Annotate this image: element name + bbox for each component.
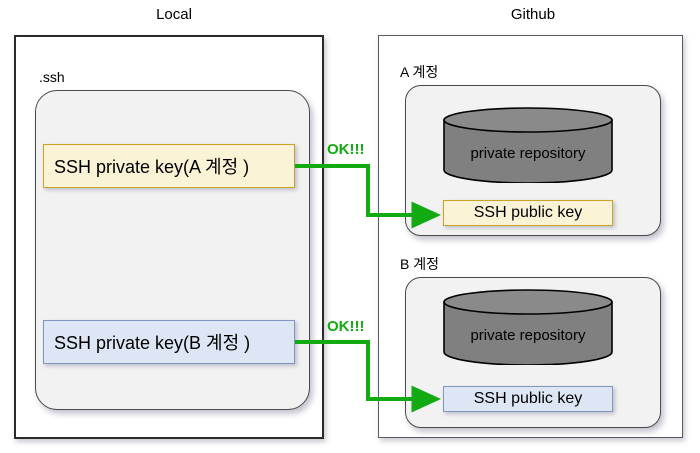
account-b-label: B 계정 (400, 256, 439, 272)
private-key-a-box[interactable]: SSH private key(A 계정 ) (43, 144, 295, 188)
column-title-github: Github (510, 6, 556, 23)
ssh-folder-label: .ssh (39, 69, 65, 85)
column-title-local: Local (156, 6, 192, 23)
public-key-a-box[interactable]: SSH public key (443, 200, 613, 226)
private-repository-b: private repository (443, 289, 613, 365)
connection-b-status: OK!!! (327, 318, 365, 335)
public-key-b-label: SSH public key (473, 390, 583, 407)
private-repository-a: private repository (443, 107, 613, 183)
connection-a-status: OK!!! (327, 141, 365, 158)
public-key-b-box[interactable]: SSH public key (443, 386, 613, 412)
private-key-a-label: SSH private key(A 계정 ) (54, 157, 250, 177)
private-key-b-label: SSH private key(B 계정 ) (54, 333, 251, 353)
account-a-label: A 계정 (400, 64, 439, 80)
public-key-a-label: SSH public key (473, 204, 583, 221)
private-key-b-box[interactable]: SSH private key(B 계정 ) (43, 320, 295, 364)
